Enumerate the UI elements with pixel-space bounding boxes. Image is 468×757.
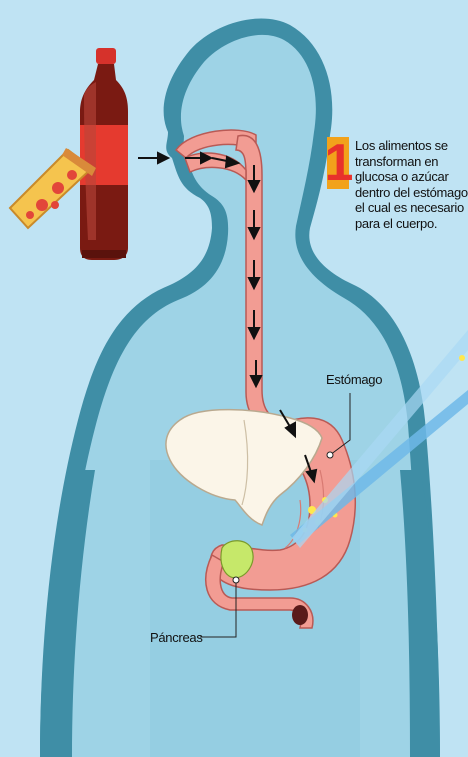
stomach-label: Estómago [326, 372, 382, 387]
step-number: 1 [325, 137, 352, 189]
soda-bottle-icon [80, 48, 128, 260]
step-number-badge: 1 [327, 137, 349, 189]
step-caption: Los alimentos se transforman en glucosa … [355, 138, 468, 232]
intestine-end [292, 605, 308, 625]
pancreas-label: Páncreas [150, 630, 203, 645]
